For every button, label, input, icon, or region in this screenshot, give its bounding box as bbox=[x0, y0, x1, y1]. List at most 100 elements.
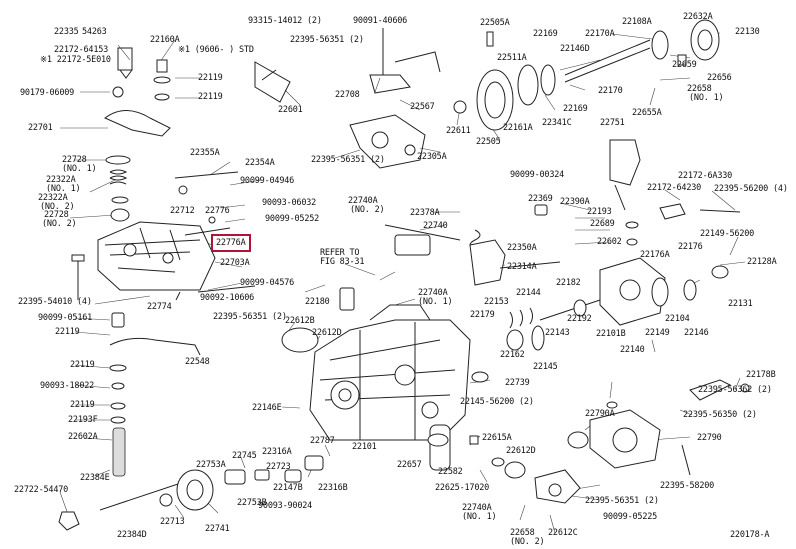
part-label: 93315-14012 (2) bbox=[248, 16, 322, 26]
lower-right-parts bbox=[567, 379, 750, 476]
part-label: 22395-54010 (4) bbox=[18, 297, 92, 307]
part-label: 22314A bbox=[507, 262, 537, 272]
part-label: 22355A bbox=[190, 148, 220, 158]
highlighted-part-label[interactable]: 22776A bbox=[211, 234, 251, 252]
part-label: 22108A bbox=[622, 17, 652, 27]
part-label: 22316B bbox=[318, 483, 348, 493]
part-label: 22395-56351 (2) bbox=[213, 312, 287, 322]
part-label: 22350A bbox=[507, 243, 537, 253]
part-label: 22149-56200 bbox=[700, 229, 755, 239]
part-label: 22193 bbox=[587, 207, 612, 217]
part-label: 22774 bbox=[147, 302, 172, 312]
bottom-center-parts bbox=[159, 433, 449, 511]
part-label: 90091-40606 bbox=[353, 16, 408, 26]
part-label: 22101 bbox=[352, 442, 377, 452]
part-label: 22787 bbox=[310, 436, 335, 446]
part-label: 22145-56200 (2) bbox=[460, 397, 534, 407]
part-label: 22511A bbox=[497, 53, 527, 63]
part-label: 22384D bbox=[117, 530, 147, 540]
part-label: (NO. 2) bbox=[42, 219, 77, 229]
part-label: 22131 bbox=[728, 299, 753, 309]
part-label: 90093-18022 bbox=[40, 381, 95, 391]
part-label: 22740 bbox=[423, 221, 448, 231]
part-label: (NO. 2) bbox=[40, 202, 75, 212]
part-label: 22341C bbox=[542, 118, 572, 128]
part-label: 22172-6A330 bbox=[678, 171, 733, 181]
part-label: 22689 bbox=[590, 219, 615, 229]
part-label: 22390A bbox=[560, 197, 590, 207]
part-label: ※1 22172-5E010 bbox=[40, 55, 111, 65]
part-label: 22602 bbox=[597, 237, 622, 247]
part-label: 22119 bbox=[198, 92, 223, 102]
part-label: 22143 bbox=[545, 328, 570, 338]
part-label: 22322A bbox=[38, 193, 68, 203]
part-label: 22701 bbox=[28, 123, 53, 133]
part-label: 22146E bbox=[252, 403, 282, 413]
part-label: 54263 bbox=[82, 27, 107, 37]
part-label: 22172-64230 bbox=[647, 183, 702, 193]
part-label: 22612D bbox=[506, 446, 536, 456]
part-label: 22751 bbox=[600, 118, 625, 128]
part-label: 22192 bbox=[567, 314, 592, 324]
part-label: 22548 bbox=[185, 357, 210, 367]
part-label: 22790 bbox=[697, 433, 722, 443]
part-label: 22659 bbox=[672, 60, 697, 70]
part-label: 22395-56351 (2) bbox=[311, 155, 385, 165]
part-label: 22354A bbox=[245, 158, 275, 168]
part-label: 22316A bbox=[262, 447, 292, 457]
part-label: 22612B bbox=[285, 316, 315, 326]
part-label: 22740A bbox=[462, 503, 492, 513]
part-label: 22322A bbox=[46, 175, 76, 185]
part-label: 22712 bbox=[170, 206, 195, 216]
part-label: 90099-04576 bbox=[240, 278, 295, 288]
part-label: ※1 (9606- ) STD bbox=[178, 45, 254, 55]
part-label: 22740A bbox=[348, 196, 378, 206]
part-label: (NO. 2) bbox=[510, 537, 545, 547]
part-label: 22119 bbox=[198, 73, 223, 83]
part-label: 22161A bbox=[503, 123, 533, 133]
part-label: REFER TO bbox=[320, 248, 360, 258]
part-label: 22722-54470 bbox=[14, 485, 69, 495]
part-label: 90092-10606 bbox=[200, 293, 255, 303]
part-label: 22602A bbox=[68, 432, 98, 442]
part-label: 22119 bbox=[70, 400, 95, 410]
part-label: (NO. 2) bbox=[350, 205, 385, 215]
part-label: 22169 bbox=[533, 29, 558, 39]
diagram-reference-number: 220178-A bbox=[730, 530, 770, 540]
part-label: 22625-17020 bbox=[435, 483, 490, 493]
part-label: 22708 bbox=[335, 90, 360, 100]
part-label: 22179 bbox=[470, 310, 495, 320]
part-label: 22790A bbox=[585, 409, 615, 419]
part-label: 90099-05161 bbox=[38, 313, 93, 323]
part-label: 22739 bbox=[505, 378, 530, 388]
part-label: 22567 bbox=[410, 102, 435, 112]
part-label: 22395-56351 (2) bbox=[290, 35, 364, 45]
part-label: 90099-05225 bbox=[603, 512, 658, 522]
part-label: (NO. 1) bbox=[462, 512, 497, 522]
part-label: 90179-06009 bbox=[20, 88, 75, 98]
part-label: 22656 bbox=[707, 73, 732, 83]
part-label: 22378A bbox=[410, 208, 440, 218]
plunger-assembly bbox=[384, 203, 741, 351]
part-label: 22193F bbox=[68, 415, 98, 425]
part-label: 22170 bbox=[598, 86, 623, 96]
part-label: 22658 bbox=[687, 84, 712, 94]
part-label: 22740A bbox=[418, 288, 448, 298]
part-label: 22713 bbox=[160, 517, 185, 527]
part-label: 22505A bbox=[480, 18, 510, 28]
part-label: 22703A bbox=[220, 258, 250, 268]
part-label: 22119 bbox=[70, 360, 95, 370]
part-label: 22728 bbox=[62, 155, 87, 165]
part-label: 22172-64153 bbox=[54, 45, 109, 55]
governor-housing bbox=[97, 171, 256, 301]
part-label: 22147B bbox=[273, 483, 303, 493]
part-label: 22130 bbox=[735, 27, 760, 37]
pump-housing bbox=[281, 287, 581, 504]
part-label: 22753A bbox=[196, 460, 226, 470]
top-center-parts bbox=[254, 28, 494, 169]
part-label: 22144 bbox=[516, 288, 541, 298]
part-label: 90093-06032 bbox=[262, 198, 317, 208]
part-label: 22369 bbox=[528, 194, 553, 204]
